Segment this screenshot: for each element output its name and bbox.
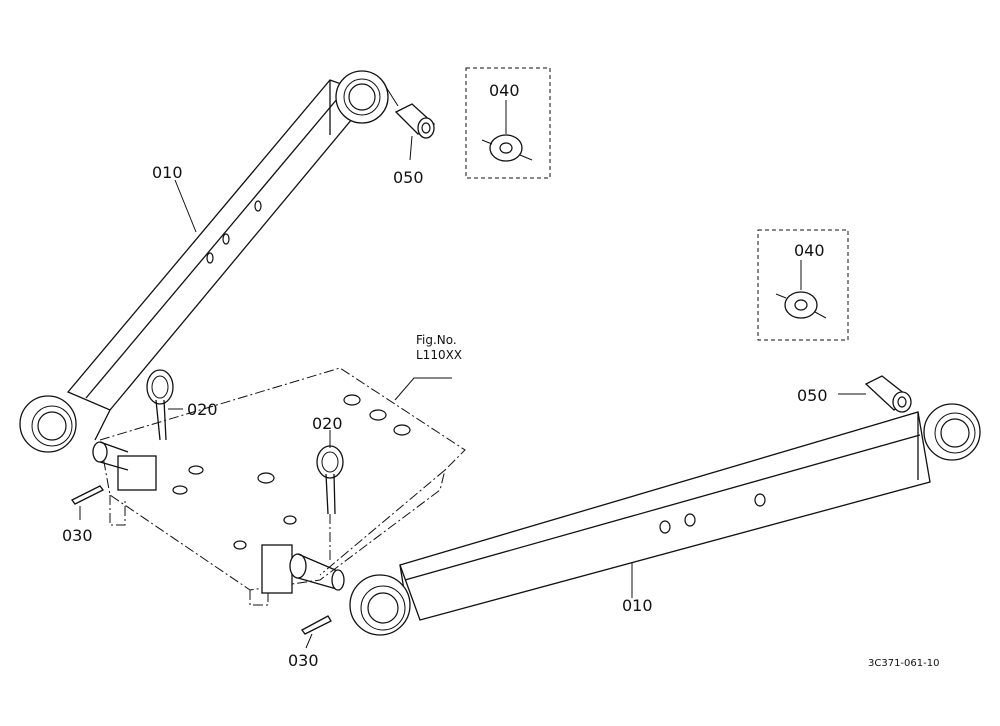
bushing-right [864,375,912,413]
lower-link-left [19,70,389,453]
callout-washer-right: 040 [794,241,825,260]
callout-bushing-right: 050 [797,386,828,405]
mounting-bracket [99,367,466,606]
reference-fig-number: L110XX [416,348,462,362]
lower-link-right [349,403,981,636]
drawing-code: 3C371-061-10 [868,658,939,669]
link-pin-left [92,441,129,471]
washer-top [465,67,551,179]
lynch-pin-right [316,445,344,560]
callout-lower-link-left: 010 [152,163,183,182]
bushing-top [394,103,436,139]
callout-washer-top: 040 [489,81,520,100]
link-pin-right [289,553,345,591]
washer-right [757,229,849,341]
callout-cotter-right: 030 [288,651,319,670]
callout-bushing-top: 050 [393,168,424,187]
reference-fig-label: Fig.No. [416,333,457,347]
cotter-pin-right [301,615,332,635]
lynch-pin-left [146,369,174,441]
callout-pin-left: 020 [187,400,218,419]
callout-lower-link-right: 010 [622,596,653,615]
leader-lines [79,86,866,649]
callout-cotter-left: 030 [62,526,93,545]
cotter-pin-left [71,485,104,505]
callout-pin-right: 020 [312,414,343,433]
